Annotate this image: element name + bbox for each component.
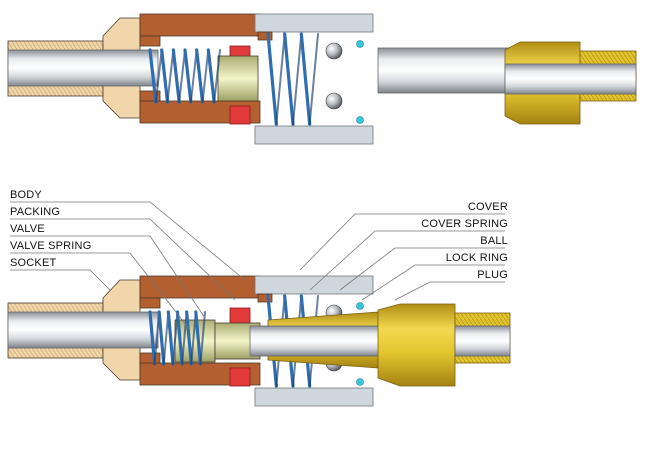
spring-coil-back: [199, 311, 206, 365]
socket-bore: [7, 49, 159, 87]
plug-bore: [377, 47, 519, 94]
spring-coil-back: [201, 49, 210, 103]
spring-coil: [175, 310, 184, 366]
ball: [325, 92, 343, 110]
inner-sleeve-upper: [257, 31, 273, 41]
cover-spring: [266, 32, 319, 126]
spring-coil: [206, 48, 216, 104]
ball-label: BALL: [480, 235, 508, 247]
spring-coil: [195, 48, 205, 104]
lock-ring-upper: [356, 40, 364, 48]
plug-label: PLUG: [477, 269, 508, 281]
spring-coil: [266, 32, 278, 126]
cover-lower: [254, 125, 374, 145]
spring-coil-back: [178, 49, 186, 103]
spring-coil-back: [308, 33, 319, 125]
spring-coil: [166, 310, 175, 366]
lock-ring-label: LOCK RING: [445, 252, 508, 264]
body-lip-upper: [139, 297, 161, 309]
plug-bore-2: [504, 63, 637, 95]
plug-leader: [394, 281, 505, 301]
valve-label: VALVE: [10, 223, 45, 235]
lock-ring-upper: [356, 302, 364, 310]
cover-lower: [254, 387, 374, 407]
spring-coil: [157, 310, 166, 366]
spring-coil: [194, 310, 203, 366]
valve: [217, 55, 259, 102]
connected-assembly: [7, 275, 511, 407]
ball: [325, 42, 343, 60]
lock-ring-lower: [356, 378, 364, 386]
packing-lower: [229, 367, 251, 387]
socket-label: SOCKET: [10, 257, 57, 269]
body-upper: [139, 13, 261, 37]
cover-leader: [299, 213, 505, 271]
body-lip-lower: [139, 90, 161, 102]
packing-leader: [10, 218, 236, 301]
valve-spring: [148, 310, 206, 366]
cover-upper: [254, 13, 374, 33]
spring-coil-back: [166, 49, 175, 103]
ball-leader: [339, 247, 505, 291]
body-upper: [139, 275, 261, 299]
leader-lines: [10, 201, 505, 331]
spring-coil: [185, 310, 193, 366]
packing-lower: [229, 105, 251, 125]
valve-leader: [10, 235, 206, 319]
socket-leader: [10, 269, 111, 291]
spring-coil: [148, 310, 157, 366]
inner-sleeve-upper: [257, 293, 273, 303]
plug-hex: [377, 303, 456, 387]
spring-coil-back: [213, 49, 221, 103]
spring-coil: [283, 32, 295, 126]
spring-coil: [148, 48, 158, 104]
body-lip-upper: [139, 35, 161, 47]
plug-bore-end: [454, 325, 511, 357]
lock-ring-lower: [356, 116, 364, 124]
spring-coil: [171, 48, 181, 104]
body-lip-lower: [139, 352, 161, 364]
cover-spring-label: COVER SPRING: [421, 218, 508, 230]
valve-spring: [148, 48, 221, 104]
valve-spring-label: VALVE SPRING: [10, 240, 92, 252]
body-leader: [10, 201, 246, 281]
spring-coil: [160, 48, 170, 104]
spring-coil-back: [189, 49, 198, 103]
spring-coil-back: [154, 49, 163, 103]
valve-spring-leader: [10, 252, 191, 331]
spring-coil: [183, 48, 193, 104]
body-label: BODY: [10, 189, 42, 201]
spring-coil: [299, 32, 312, 126]
lock-ring-leader: [361, 264, 505, 301]
socket-bore: [7, 311, 159, 349]
cover-upper: [254, 275, 374, 295]
spring-coil-back: [275, 33, 286, 125]
spring-coil-back: [292, 33, 303, 125]
disconnected-assembly: [7, 13, 637, 145]
cover-spring-leader: [309, 230, 505, 291]
cover-label: COVER: [467, 201, 508, 213]
packing-label: PACKING: [10, 206, 61, 218]
